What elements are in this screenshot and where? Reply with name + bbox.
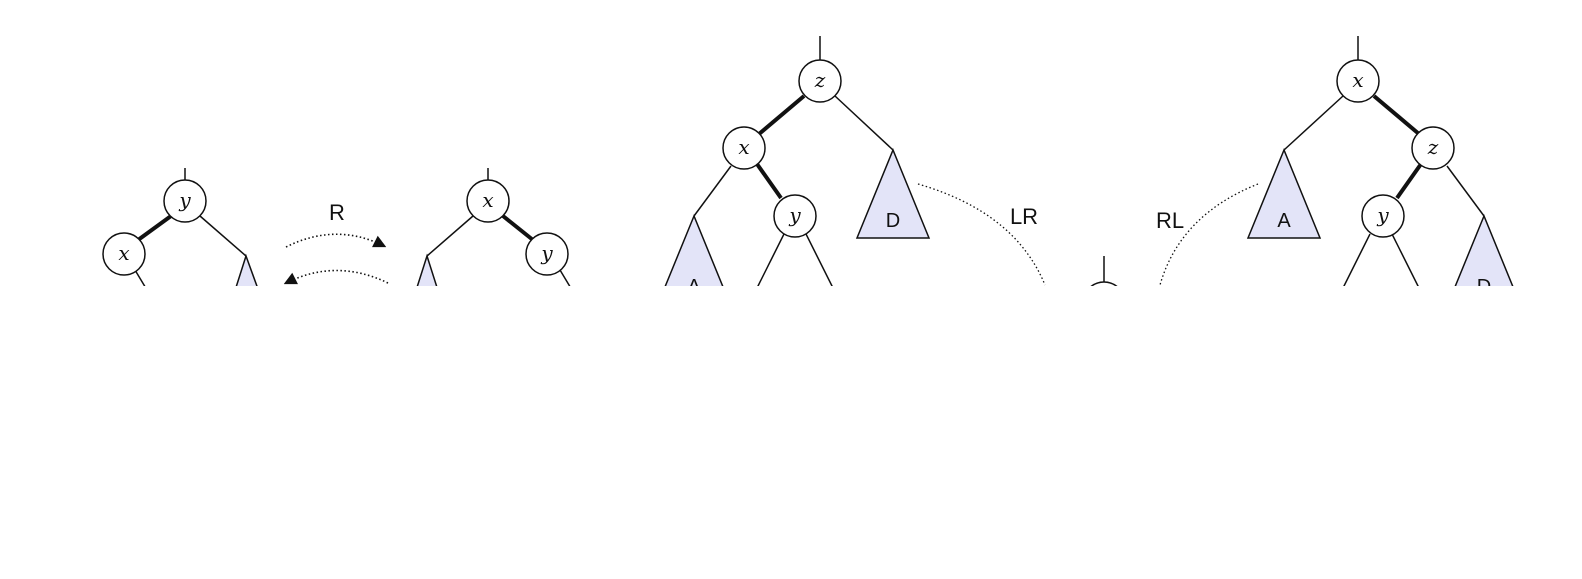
tree-1-right-subtree bbox=[235, 253, 258, 286]
tree-2-edge-x-left bbox=[426, 215, 474, 257]
tree-2-edge-x-y bbox=[501, 214, 535, 242]
tree-4-edge-z-y bbox=[1395, 162, 1423, 200]
rotation-rl-label: RL bbox=[1156, 208, 1184, 233]
tree-1-edge-y-x bbox=[136, 214, 173, 242]
tree-1-node-x bbox=[102, 232, 146, 276]
middle-node bbox=[1090, 281, 1118, 286]
double-rotation-connectors: LR RL bbox=[917, 183, 1259, 286]
tree-2-node-x bbox=[466, 179, 510, 223]
tree-1-node-y-label: y bbox=[178, 188, 191, 212]
tree-4-node-z-label: z bbox=[1427, 135, 1439, 159]
tree-4-node-z bbox=[1411, 126, 1455, 170]
tree-3-node-x-label: x bbox=[738, 135, 749, 159]
tree-4-subtree-a bbox=[1246, 148, 1322, 239]
rotation-r-back-arrow bbox=[283, 269, 389, 285]
tree-4-node-y bbox=[1361, 194, 1405, 238]
tree-4-node-x bbox=[1336, 59, 1380, 103]
tree-1-node-x-label: x bbox=[118, 241, 129, 265]
rotation-lr-label: LR bbox=[1010, 204, 1038, 229]
tree-3-node-x bbox=[722, 126, 766, 170]
tree-3-node-y-label: y bbox=[788, 203, 801, 227]
tree-2-edge-y-down bbox=[559, 269, 571, 286]
tree-4-edge-x-z bbox=[1372, 94, 1421, 136]
tree-4-node-x-label: x bbox=[1352, 68, 1363, 92]
tree-4-edge-z-d bbox=[1446, 165, 1485, 217]
tree-3-node-z bbox=[798, 59, 842, 103]
tree-3: D A z x y bbox=[664, 36, 931, 298]
tree-3-edge-y-right bbox=[805, 233, 833, 286]
tree-3-edge-y-left bbox=[757, 233, 785, 286]
tree-3-subtree-a-label: A bbox=[687, 276, 701, 298]
tree-3-edge-z-x bbox=[757, 94, 806, 136]
tree-2: x y bbox=[416, 168, 571, 286]
tree-3-edge-x-a bbox=[693, 165, 732, 217]
tree-4-edge-y-right bbox=[1391, 233, 1419, 286]
tree-1-edge-y-right bbox=[199, 215, 247, 257]
tree-4-subtree-a-label: A bbox=[1277, 210, 1291, 232]
tree-4-edge-y-left bbox=[1343, 233, 1371, 286]
tree-1: y x bbox=[102, 168, 258, 286]
tree-3-subtree-d bbox=[855, 148, 931, 239]
tree-3-node-y bbox=[773, 194, 817, 238]
tree-2-left-subtree bbox=[416, 253, 438, 286]
tree-4-subtree-d-label: D bbox=[1477, 276, 1491, 298]
tree-1-edge-x-down bbox=[134, 269, 146, 286]
rotation-r-forward-arrow bbox=[285, 233, 387, 248]
tree-1-node-y bbox=[163, 179, 207, 223]
tree-4-edge-x-a bbox=[1283, 95, 1344, 151]
tree-4-subtree-d bbox=[1454, 214, 1514, 286]
rotation-r: R bbox=[283, 200, 389, 285]
rotation-lr-curve bbox=[917, 183, 1046, 286]
tree-4-node-y-label: y bbox=[1376, 203, 1389, 227]
tree-2-node-y bbox=[525, 232, 569, 276]
tree-3-edge-x-y bbox=[755, 162, 783, 200]
tree-2-node-y-label: y bbox=[540, 241, 553, 265]
rotation-r-label: R bbox=[329, 200, 345, 225]
tree-4: A D x z y bbox=[1246, 36, 1514, 298]
tree-2-node-x-label: x bbox=[482, 188, 493, 212]
tree-3-subtree-a bbox=[664, 214, 724, 286]
tree-3-node-z-label: z bbox=[814, 68, 826, 92]
tree-3-edge-z-d bbox=[834, 95, 894, 151]
tree-3-subtree-d-label: D bbox=[886, 210, 900, 232]
rotation-rl-curve bbox=[1159, 183, 1259, 286]
